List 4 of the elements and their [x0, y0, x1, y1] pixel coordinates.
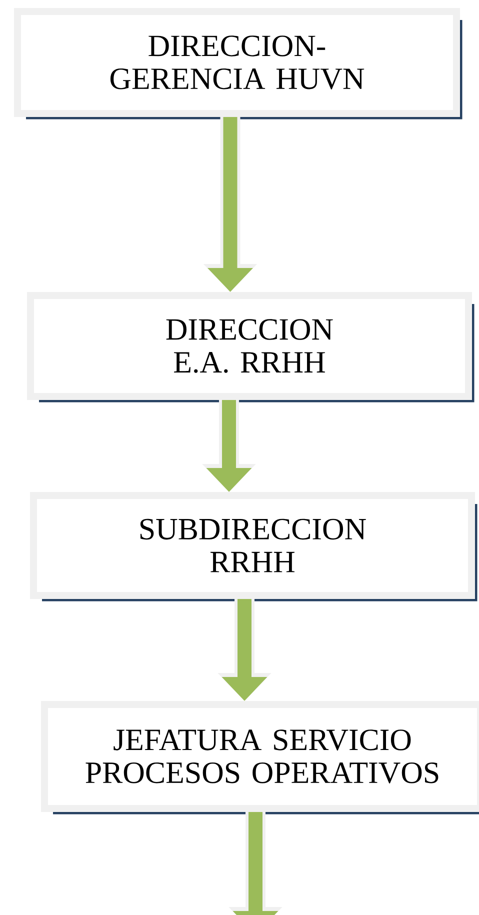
- process-box: DIRECCION E.A. RRHH: [27, 292, 474, 402]
- process-box: JEFATURA SERVICIO PROCESOS OPERATIVOS: [41, 701, 479, 814]
- process-box: DIRECCION-GERENCIA HUVN: [14, 8, 462, 120]
- process-box: SUBDIRECCION RRHH: [30, 492, 478, 602]
